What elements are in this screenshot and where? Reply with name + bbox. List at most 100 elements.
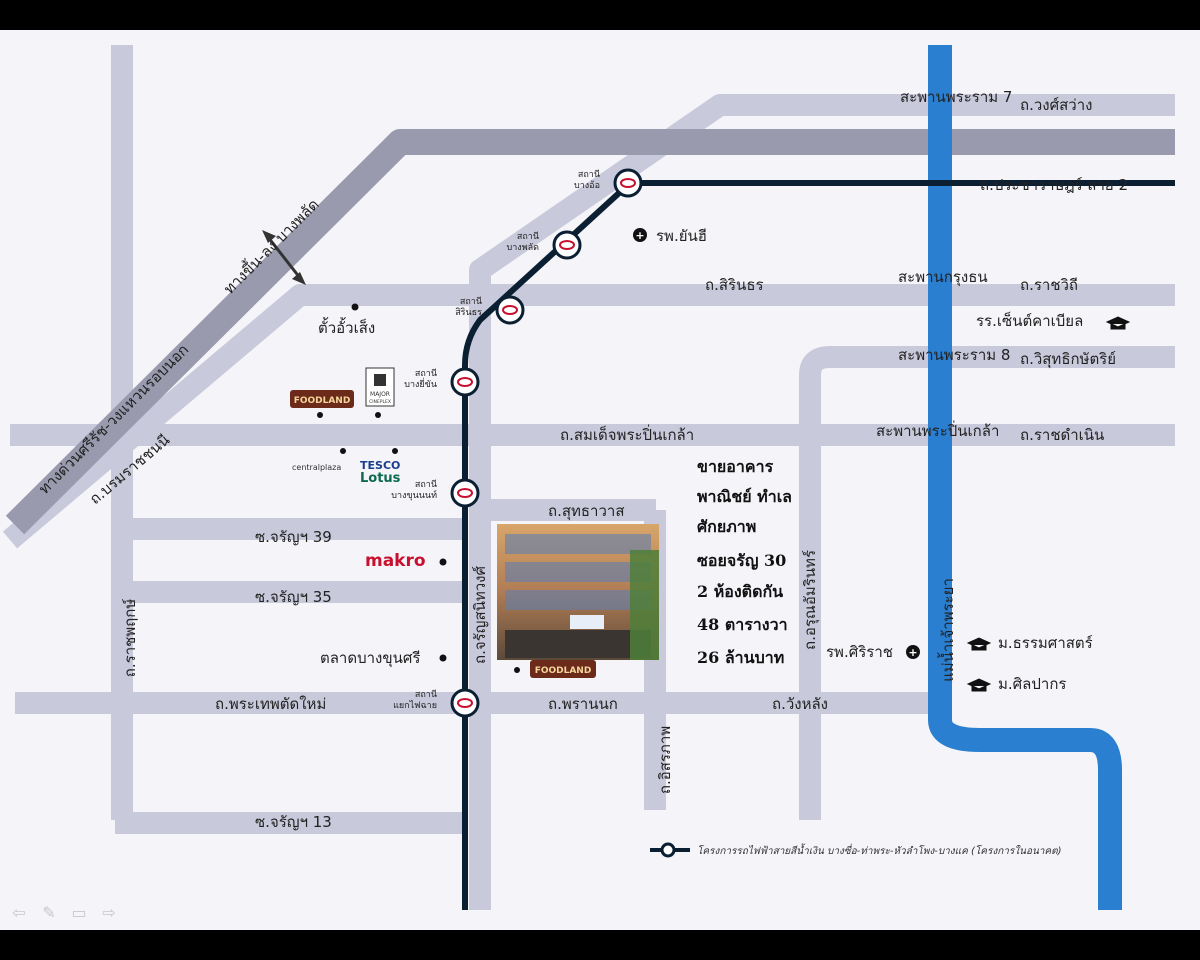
arrow-right-icon[interactable]: ⇨: [102, 902, 116, 922]
label-bridge-rama8: สะพานพระราม 8: [898, 346, 1010, 364]
poi-silpakorn[interactable]: ม.ศิลปากร: [966, 675, 1066, 693]
station-bang-khun-non[interactable]: สถานี บางขุนนนท์: [391, 478, 480, 508]
station-name: บางยี่ขัน: [404, 377, 437, 390]
station-sirindhorn[interactable]: สถานี สิรินธร: [455, 295, 525, 325]
label-wisut: ถ.วิสุทธิกษัตริย์: [1020, 350, 1116, 369]
label-ratchadamnoen: ถ.ราชดำเนิน: [1020, 426, 1104, 444]
label-bridge-krungthon: สะพานกรุงธน: [898, 268, 988, 287]
pen-icon[interactable]: ✎: [42, 902, 56, 922]
property-photo: [497, 524, 659, 660]
expressway: [5, 129, 1175, 535]
poi-major[interactable]: MAJOR CINEPLEX: [365, 367, 395, 407]
station-prefix: สถานี: [517, 231, 539, 242]
mrt-logo-icon: [457, 488, 473, 498]
poi-st-gabriel[interactable]: รร.เซ็นต์คาเบียล: [976, 311, 1131, 330]
foodland-text: FOODLAND: [535, 666, 592, 676]
hospital-icon: [633, 228, 647, 242]
poi-tua-ua-seng[interactable]: ตั้วอั้วเส็ง: [318, 303, 375, 338]
road-borommaratchachonnani: [2, 284, 1175, 549]
mrt-logo-icon: [620, 178, 636, 188]
label-itsaraphap: ถ.อิสรภาพ: [656, 726, 674, 794]
station-bang-yi-khan[interactable]: สถานี บางยี่ขัน: [404, 367, 480, 397]
legend: โครงการรถไฟฟ้าสายสีน้ำเงิน บางซื่อ-ท่าพร…: [650, 842, 1062, 858]
sale-line-1: ขายอาคาร: [697, 457, 774, 476]
poi-siriraj[interactable]: รพ.ศิริราช +: [826, 643, 920, 661]
sale-line-7: 26 ล้านบาท: [697, 648, 784, 667]
label-bridge-rama7: สะพานพระราม 7: [900, 88, 1012, 106]
label-river: แม่น้ำเจ้าพระยา: [937, 578, 957, 682]
map-canvas: ถ.ราชพฤกษ์ ถ.จรัญสนิทวงศ์ ถ.อรุณอัมรินทร…: [0, 30, 1200, 930]
station-prefix: สถานี: [415, 479, 437, 490]
lotus-logo: Lotus: [360, 471, 401, 486]
poi-makro[interactable]: makro: [365, 551, 447, 571]
label-suthawat: ถ.สุทธาวาส: [548, 502, 624, 521]
poi-foodland-2[interactable]: FOODLAND: [514, 660, 596, 678]
station-prefix: สถานี: [415, 689, 437, 700]
station-bang-o[interactable]: สถานี บางอ้อ: [574, 168, 643, 198]
foodland-logo: [530, 660, 596, 678]
central-logo: centralplaza: [292, 463, 341, 472]
foodland-text: FOODLAND: [294, 396, 351, 406]
mrt-logo-icon: [457, 377, 473, 387]
dot-icon: [340, 448, 346, 454]
station-prefix: สถานี: [578, 169, 600, 180]
station-name: สิรินธร: [455, 307, 482, 318]
sale-announcement: ขายอาคาร พาณิชย์ ทำเล ศักยภาพ ซอยจรัญ 30…: [697, 457, 792, 667]
mrt-logo-icon: [559, 240, 575, 250]
dot-icon: [439, 558, 447, 566]
hospital-icon: [906, 645, 920, 659]
sale-line-5: 2 ห้องติดกัน: [697, 582, 783, 601]
slides-icon[interactable]: ▭: [71, 902, 87, 922]
label-rachaphruek: ถ.ราชพฤกษ์: [121, 598, 139, 677]
poi-talat[interactable]: ตลาดบางขุนศรี: [320, 649, 447, 668]
stations-layer: สถานี บางอ้อ สถานี บางพลัด สถานี สิรินธร…: [391, 168, 643, 718]
station-bang-phlat[interactable]: สถานี บางพลัด: [507, 230, 582, 260]
major-text: MAJOR: [370, 391, 390, 398]
poi-label: ตลาดบางขุนศรี: [320, 649, 420, 668]
svg-text:+: +: [908, 646, 917, 659]
label-wanglang: ถ.วังหลัง: [772, 695, 828, 713]
label-ratchawithi: ถ.ราชวิถี: [1020, 276, 1078, 294]
tesco-logo: TESCO: [360, 459, 400, 472]
sale-line-6: 48 ตารางวา: [697, 615, 788, 634]
arrow-left-icon[interactable]: ⇦: [12, 902, 26, 922]
sale-line-2: พาณิชย์ ทำเล: [697, 487, 792, 506]
map-svg: ถ.ราชพฤกษ์ ถ.จรัญสนิทวงศ์ ถ.อรุณอัมรินทร…: [2, 45, 1175, 910]
label-phrannok: ถ.พรานนก: [548, 695, 618, 713]
poi-label: รพ.ยันฮี: [656, 227, 707, 245]
mrt-blue-line: [462, 180, 1175, 910]
station-yaek-fai-chai[interactable]: สถานี แยกไฟฉาย: [393, 688, 480, 718]
ramp-arrow-icon: [262, 230, 306, 285]
graduation-cap-icon: [1105, 316, 1131, 330]
foodland-logo: [290, 390, 354, 408]
sale-line-4: ซอยจรัญ 30: [697, 551, 786, 571]
mrt-logo-icon: [457, 698, 473, 708]
station-prefix: สถานี: [415, 368, 437, 379]
label-pracharat: ถ.ประชาราษฎร์ สาย 2: [980, 176, 1128, 194]
label-arun: ถ.อรุณอัมรินทร์: [801, 550, 820, 650]
label-wongsawang: ถ.วงศ์สว่าง: [1020, 96, 1092, 114]
roads-layer: [2, 45, 1175, 910]
station-name: บางขุนนนท์: [391, 489, 437, 501]
label-bridge-pinklao: สะพานพระปิ่นเกล้า: [876, 420, 999, 440]
dot-icon: [317, 412, 323, 418]
label-soi35: ซ.จรัญฯ 35: [255, 588, 332, 606]
poi-label: ตั้วอั้วเส็ง: [318, 317, 375, 337]
poi-foodland-1[interactable]: FOODLAND: [290, 390, 381, 418]
poi-thammasat[interactable]: ม.ธรรมศาสตร์: [966, 634, 1093, 652]
label-somdet: ถ.สมเด็จพระปิ่นเกล้า: [560, 424, 694, 444]
poi-label: รพ.ศิริราช: [826, 643, 893, 661]
station-name: บางพลัด: [507, 243, 540, 253]
graduation-cap-icon: [966, 678, 992, 692]
label-soi13: ซ.จรัญฯ 13: [255, 813, 332, 831]
station-name: แยกไฟฉาย: [393, 700, 437, 711]
station-name: บางอ้อ: [574, 180, 600, 191]
dot-icon: [439, 654, 447, 662]
dot-icon: [392, 448, 398, 454]
poi-central-tesco[interactable]: centralplaza TESCO Lotus: [292, 448, 401, 486]
poi-yanhee[interactable]: + รพ.ยันฮี: [633, 227, 707, 245]
dot-icon: [375, 412, 381, 418]
label-phra-thep: ถ.พระเทพตัดใหม่: [215, 695, 326, 713]
dot-icon: [514, 667, 520, 673]
sale-line-3: ศักยภาพ: [697, 517, 756, 536]
